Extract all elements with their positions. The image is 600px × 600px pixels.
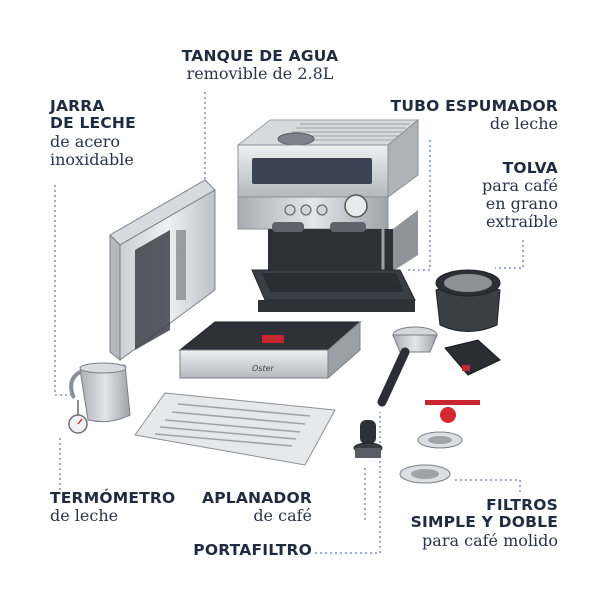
label-jarra-title-2: DE LECHE bbox=[50, 114, 136, 133]
label-termometro-sub: de leche bbox=[50, 506, 119, 526]
label-tolva-sub-1: para café bbox=[482, 176, 558, 196]
leader-tubo bbox=[405, 140, 431, 271]
milk-jug bbox=[68, 362, 131, 434]
leader-lines bbox=[54, 92, 524, 554]
label-portafiltro-title: PORTAFILTRO bbox=[193, 541, 312, 559]
label-filtros-title-1: FILTROS bbox=[486, 496, 558, 514]
tamper bbox=[353, 420, 383, 458]
drip-tray: Oster bbox=[178, 320, 362, 380]
label-filtros-sub: para café molido bbox=[422, 530, 558, 550]
label-tolva-sub-2: en grano bbox=[485, 194, 558, 214]
label-tanque-sub: removible de 2.8L bbox=[186, 64, 334, 84]
drip-grill bbox=[134, 392, 336, 466]
bean-hopper bbox=[435, 269, 501, 332]
espresso-machine bbox=[236, 118, 420, 312]
label-jarra-sub-1: de acero bbox=[50, 131, 121, 151]
label-jarra: JARRA DE LECHE de acero inoxidable bbox=[50, 97, 136, 169]
label-portafiltro: PORTAFILTRO bbox=[190, 541, 312, 559]
label-termometro-title: TERMÓMETRO bbox=[50, 489, 176, 507]
label-tolva: TOLVA para café en grano extraíble bbox=[482, 159, 558, 232]
label-filtros-title-2: SIMPLE Y DOBLE bbox=[410, 513, 558, 532]
label-aplanador: APLANADOR de café bbox=[190, 489, 312, 526]
label-tolva-sub-3: extraíble bbox=[485, 212, 558, 232]
water-tank bbox=[109, 179, 216, 362]
label-termometro: TERMÓMETRO de leche bbox=[50, 489, 176, 526]
label-filtros: FILTROS SIMPLE Y DOBLE para café molido bbox=[410, 496, 558, 550]
accessories bbox=[425, 339, 501, 423]
leader-filtros bbox=[455, 479, 521, 495]
label-tanque-title: TANQUE DE AGUA bbox=[181, 47, 339, 65]
filter-baskets bbox=[399, 431, 463, 484]
label-tubo-sub: de leche bbox=[489, 114, 558, 134]
label-tanque: TANQUE DE AGUA removible de 2.8L bbox=[160, 47, 360, 84]
label-tolva-title: TOLVA bbox=[502, 159, 558, 177]
label-jarra-sub-2: inoxidable bbox=[50, 149, 134, 169]
portafilter bbox=[377, 326, 438, 407]
label-aplanador-title: APLANADOR bbox=[202, 489, 312, 507]
brand-logo: Oster bbox=[252, 364, 275, 373]
label-tubo-title: TUBO ESPUMADOR bbox=[390, 97, 558, 115]
label-tubo: TUBO ESPUMADOR de leche bbox=[390, 97, 558, 134]
label-aplanador-sub: de café bbox=[253, 506, 312, 526]
leader-portafiltro bbox=[315, 412, 381, 554]
label-jarra-title-1: JARRA bbox=[50, 97, 105, 115]
leader-tolva bbox=[495, 240, 524, 269]
